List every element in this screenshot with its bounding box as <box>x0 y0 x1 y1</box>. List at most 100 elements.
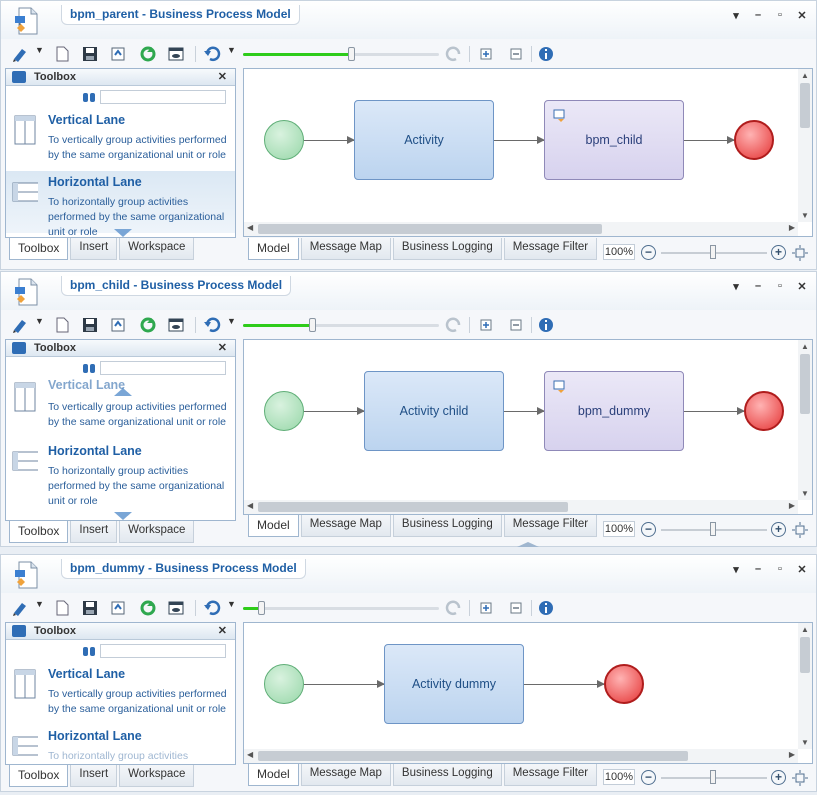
canvas-vertical-scrollbar[interactable]: ▲▼ <box>798 623 812 749</box>
zoom-out-icon[interactable]: − <box>641 770 656 785</box>
sequence-flow[interactable] <box>684 407 745 415</box>
tab-toolbox[interactable]: Toolbox <box>9 521 69 543</box>
toolbox-item-vertical-lane[interactable]: Vertical Lane To vertically group activi… <box>6 109 235 171</box>
zoom-out-icon[interactable]: − <box>641 245 656 260</box>
preview-icon[interactable] <box>167 316 185 334</box>
tab-business-logging[interactable]: Business Logging <box>392 238 502 260</box>
close-icon[interactable]: ✕ <box>217 342 227 354</box>
toolbox-search-input[interactable] <box>100 90 226 104</box>
tab-business-logging[interactable]: Business Logging <box>392 515 502 537</box>
close-icon[interactable]: ✕ <box>217 71 227 83</box>
end-event[interactable] <box>734 120 774 160</box>
toolbox-scroll-up-icon[interactable] <box>114 388 132 396</box>
sequence-flow[interactable] <box>524 680 605 688</box>
maximize-icon[interactable]: ▫ <box>778 280 782 292</box>
zoom-in-icon[interactable]: + <box>771 522 786 537</box>
tab-insert[interactable]: Insert <box>70 765 118 787</box>
toolbox-search-input[interactable] <box>100 644 226 658</box>
tab-message-map[interactable]: Message Map <box>300 764 391 786</box>
info-icon[interactable] <box>537 316 555 334</box>
undo-icon[interactable] <box>203 316 221 334</box>
preview-icon[interactable] <box>167 45 185 63</box>
tab-message-filter[interactable]: Message Filter <box>503 764 598 786</box>
model-canvas[interactable]: Activity child bpm_dummy ▲▼ ◀▶ <box>243 339 813 515</box>
minimize-icon[interactable]: – <box>754 563 762 575</box>
expand-icon[interactable] <box>477 599 495 617</box>
start-event[interactable] <box>264 664 304 704</box>
close-icon[interactable]: ✕ <box>217 625 227 637</box>
sequence-flow[interactable] <box>304 680 385 688</box>
chevron-down-icon[interactable]: ▼ <box>227 45 236 55</box>
pen-tool-icon[interactable] <box>11 599 29 617</box>
tab-workspace[interactable]: Workspace <box>119 238 195 260</box>
tab-toolbox[interactable]: Toolbox <box>9 238 69 260</box>
sequence-flow[interactable] <box>504 407 545 415</box>
zoom-slider-thumb[interactable] <box>710 245 716 259</box>
undo-icon[interactable] <box>203 599 221 617</box>
toolbox-search-input[interactable] <box>100 361 226 375</box>
sequence-flow[interactable] <box>494 136 545 144</box>
collapse-icon[interactable] <box>507 599 525 617</box>
canvas-horizontal-scrollbar[interactable]: ◀▶ <box>244 222 798 236</box>
toolbox-item-horizontal-lane[interactable]: Horizontal Lane To horizontally group ac… <box>6 171 235 237</box>
menu-dropdown-icon[interactable]: ▾ <box>733 564 739 576</box>
zoom-in-icon[interactable]: + <box>771 245 786 260</box>
chevron-down-icon[interactable]: ▼ <box>35 45 44 55</box>
export-icon[interactable] <box>109 316 127 334</box>
end-event[interactable] <box>744 391 784 431</box>
pen-tool-icon[interactable] <box>11 45 29 63</box>
refresh-icon[interactable] <box>139 316 157 334</box>
minimize-icon[interactable]: – <box>754 9 762 21</box>
toolbox-scroll-down-icon[interactable] <box>114 512 132 520</box>
pen-tool-icon[interactable] <box>11 316 29 334</box>
tab-model[interactable]: Model <box>248 515 299 537</box>
export-icon[interactable] <box>109 45 127 63</box>
undo-icon[interactable] <box>203 45 221 63</box>
canvas-vertical-scrollbar[interactable]: ▲▼ <box>798 69 812 222</box>
new-document-icon[interactable] <box>53 316 71 334</box>
activity-node[interactable]: Activity <box>354 100 494 180</box>
subprocess-node[interactable]: bpm_child <box>544 100 684 180</box>
zoom-level[interactable]: 100% <box>603 244 635 260</box>
preview-icon[interactable] <box>167 599 185 617</box>
redo-icon[interactable] <box>445 316 463 334</box>
toolbox-item-horizontal-lane[interactable]: Horizontal Lane To horizontally group ac… <box>6 725 235 764</box>
zoom-slider-thumb[interactable] <box>710 770 716 784</box>
canvas-horizontal-scrollbar[interactable]: ◀▶ <box>244 749 798 763</box>
zoom-level[interactable]: 100% <box>603 521 635 537</box>
close-icon[interactable]: ✕ <box>797 281 807 293</box>
toolbox-item-vertical-lane[interactable]: Vertical Lane To vertically group activi… <box>6 378 235 440</box>
tab-workspace[interactable]: Workspace <box>119 521 195 543</box>
collapse-icon[interactable] <box>507 45 525 63</box>
canvas-vertical-scrollbar[interactable]: ▲▼ <box>798 340 812 500</box>
redo-icon[interactable] <box>445 599 463 617</box>
tab-workspace[interactable]: Workspace <box>119 765 195 787</box>
zoom-slider-thumb[interactable] <box>710 522 716 536</box>
refresh-icon[interactable] <box>139 599 157 617</box>
tab-model[interactable]: Model <box>248 238 299 260</box>
info-icon[interactable] <box>537 45 555 63</box>
chevron-down-icon[interactable]: ▼ <box>227 599 236 609</box>
toolbar-slider-thumb[interactable] <box>258 601 265 615</box>
tab-message-filter[interactable]: Message Filter <box>503 238 598 260</box>
canvas-horizontal-scrollbar[interactable]: ◀▶ <box>244 500 798 514</box>
end-event[interactable] <box>604 664 644 704</box>
tab-message-filter[interactable]: Message Filter <box>503 515 598 537</box>
sequence-flow[interactable] <box>304 407 365 415</box>
model-canvas[interactable]: Activity dummy ▲▼ ◀▶ <box>243 622 813 764</box>
save-icon[interactable] <box>81 599 99 617</box>
start-event[interactable] <box>264 391 304 431</box>
toolbar-slider[interactable] <box>243 47 439 61</box>
new-document-icon[interactable] <box>53 45 71 63</box>
start-event[interactable] <box>264 120 304 160</box>
expand-icon[interactable] <box>477 316 495 334</box>
tab-model[interactable]: Model <box>248 764 299 786</box>
tab-toolbox[interactable]: Toolbox <box>9 765 69 787</box>
sequence-flow[interactable] <box>684 136 735 144</box>
refresh-icon[interactable] <box>139 45 157 63</box>
chevron-down-icon[interactable]: ▼ <box>35 599 44 609</box>
fit-to-window-icon[interactable] <box>792 522 808 538</box>
redo-icon[interactable] <box>445 45 463 63</box>
splitter-handle[interactable] <box>517 542 539 547</box>
toolbox-scroll-down-icon[interactable] <box>114 229 132 237</box>
